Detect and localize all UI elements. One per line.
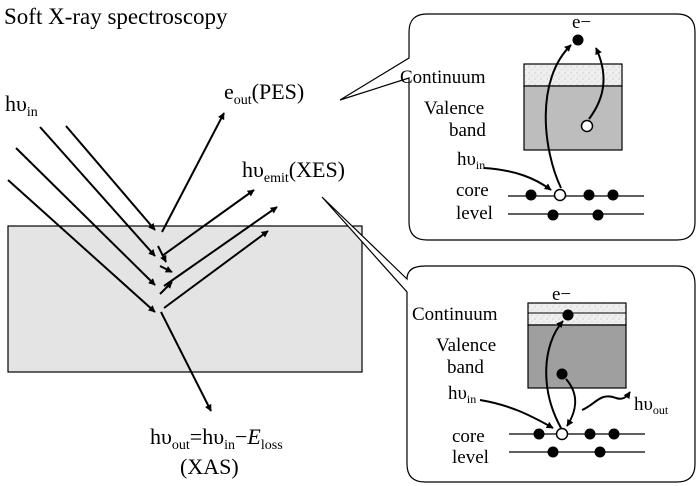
- xes-label: hυemit(XES): [242, 157, 345, 186]
- xas-valence-band: [527, 324, 627, 389]
- pes-label: eout(PES): [224, 79, 304, 108]
- xas-excited-electron: [562, 309, 574, 321]
- pes-core-electron-2: [583, 189, 595, 201]
- xas-core-hole: [555, 427, 569, 441]
- pes-incident-label: hυin: [457, 149, 485, 172]
- xas-energy-label: hυout=hυin−Eloss: [150, 424, 283, 453]
- xas-decay-arrow: [565, 378, 577, 427]
- pes-valence-label-2: band: [449, 120, 486, 141]
- pes-callout-bubble: [339, 13, 696, 241]
- pes-electron-label: e−: [572, 12, 591, 33]
- xas-callout-bubble: [321, 196, 696, 483]
- pes-valence-label-1: Valence: [424, 98, 484, 119]
- interaction-ticks: [157, 245, 173, 295]
- xas-valence-label-1: Valence: [436, 335, 496, 356]
- tick-2: [159, 265, 173, 273]
- pes-valence-hole: [580, 119, 594, 133]
- pes-continuum-band: [523, 63, 623, 87]
- pes-excitation-arrow: [544, 44, 572, 189]
- xas-callout: e− Continuum Valence band hυin hυout cor…: [321, 196, 696, 483]
- pes-core-electron-5: [592, 209, 604, 221]
- xas-core-label: core: [452, 426, 485, 447]
- incident-ray-2: [39, 126, 156, 257]
- pes-photoelectron: [572, 34, 584, 46]
- xas-core-electron-5: [594, 446, 606, 458]
- pes-valence-arrow: [588, 47, 605, 120]
- outgoing-rays: [160, 112, 278, 412]
- xas-excitation-arrow: [545, 320, 564, 429]
- xas-continuum-band: [527, 302, 627, 326]
- pes-core-electron-1: [525, 189, 537, 201]
- incident-ray-4: [7, 179, 156, 313]
- xas-transmitted-ray: [160, 311, 212, 412]
- incident-ray-3: [15, 147, 156, 286]
- xes-ray-2: [163, 206, 278, 287]
- xas-electron-label: e−: [552, 284, 571, 305]
- xas-core-electron-4: [547, 446, 559, 458]
- incident-photon-label: hυin: [5, 91, 38, 120]
- xas-incident-arrow: [479, 399, 554, 429]
- pes-core-hole: [553, 188, 567, 202]
- incident-rays: [7, 125, 156, 313]
- xas-emitted-photon-arrow: [581, 391, 631, 411]
- xas-emitted-label: hυout: [634, 394, 669, 417]
- pes-incident-arrow: [483, 167, 552, 191]
- xas-core-electron-2: [584, 428, 596, 440]
- pes-valence-band: [523, 85, 623, 151]
- xas-valence-electron: [556, 368, 568, 380]
- pes-callout: e− Continuum Valence band hυin core leve…: [339, 12, 696, 241]
- pes-core-label: core: [456, 180, 489, 201]
- xas-level-label: level: [452, 447, 489, 468]
- xes-ray-3: [163, 230, 269, 309]
- pes-core-electron-3: [607, 189, 619, 201]
- pes-core-electron-4: [547, 209, 559, 221]
- incident-ray-1: [65, 125, 156, 231]
- pes-electron-ray: [161, 112, 225, 233]
- xes-ray-1: [161, 189, 255, 257]
- xas-valence-label-2: band: [447, 357, 484, 378]
- xas-incident-label: hυin: [448, 383, 476, 406]
- pes-level-label: level: [456, 203, 493, 224]
- pes-continuum-label: Continuum: [400, 67, 486, 88]
- xas-core-electron-3: [608, 428, 620, 440]
- xas-core-electron-1: [533, 428, 545, 440]
- tick-3: [159, 281, 173, 295]
- figure-title: Soft X-ray spectroscopy: [4, 4, 228, 29]
- xas-label: (XAS): [180, 454, 239, 479]
- xas-continuum-label: Continuum: [412, 304, 498, 325]
- sample-slab: [7, 225, 363, 373]
- tick-1: [157, 245, 167, 263]
